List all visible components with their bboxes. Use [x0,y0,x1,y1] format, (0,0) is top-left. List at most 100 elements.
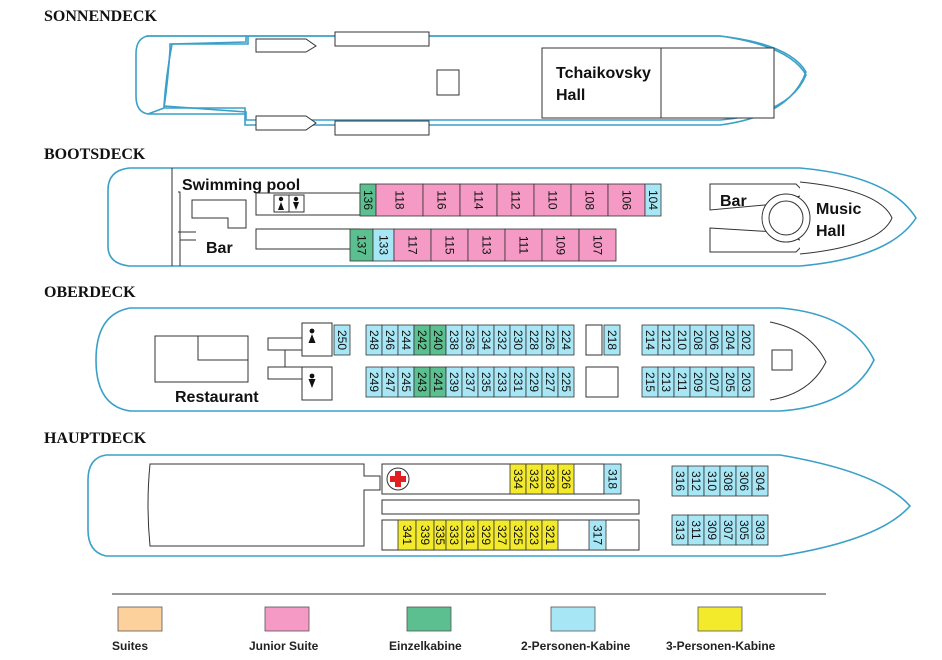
cabin-228[interactable]: 228 [525,324,543,356]
cabin-213[interactable]: 213 [657,366,675,398]
cabin-328[interactable]: 328 [541,463,559,495]
cabin-238[interactable]: 238 [445,324,463,356]
cabin-245[interactable]: 245 [397,366,415,398]
cabin-316[interactable]: 316 [671,465,689,497]
cabin-303[interactable]: 303 [751,514,769,546]
cabin-242[interactable]: 242 [413,324,431,356]
cabin-118[interactable]: 118 [375,183,424,217]
cabin-335[interactable]: 335 [433,519,447,551]
cabin-215[interactable]: 215 [641,366,659,398]
cabin-317-box[interactable] [588,519,607,551]
cabin-241[interactable]: 241 [429,366,447,398]
cabin-225-box[interactable] [557,366,575,398]
cabin-202[interactable]: 202 [737,324,755,356]
cabin-305[interactable]: 305 [735,514,753,546]
cabin-218[interactable]: 218 [603,324,621,356]
cabin-117-box[interactable] [393,228,432,262]
cabin-232[interactable]: 232 [493,324,511,356]
cabin-323[interactable]: 323 [525,519,543,551]
cabin-231[interactable]: 231 [509,366,527,398]
cabin-304-box[interactable] [751,465,769,497]
cabin-204[interactable]: 204 [721,324,739,356]
cabin-205[interactable]: 205 [721,366,739,398]
cabin-331[interactable]: 331 [461,519,479,551]
cabin-206[interactable]: 206 [705,324,723,356]
cabin-233[interactable]: 233 [493,366,511,398]
cabin-240[interactable]: 240 [429,324,447,356]
cabin-136[interactable]: 136 [359,183,377,217]
cabin-309[interactable]: 309 [703,514,721,546]
cabin-239[interactable]: 239 [445,366,463,398]
cabin-224-box[interactable] [557,324,575,356]
cabin-327[interactable]: 327 [493,519,511,551]
cabin-326[interactable]: 326 [557,463,575,495]
cabin-115-box[interactable] [430,228,469,262]
cabin-303-box[interactable] [751,514,769,546]
cabin-226[interactable]: 226 [541,324,559,356]
cabin-202-box[interactable] [737,324,755,356]
cabin-318[interactable]: 318 [603,463,622,495]
cabin-108[interactable]: 108 [570,183,609,217]
cabin-107-box[interactable] [578,228,617,262]
cabin-227[interactable]: 227 [541,366,559,398]
cabin-332[interactable]: 332 [525,463,543,495]
cabin-212[interactable]: 212 [657,324,675,356]
cabin-133[interactable]: 133 [372,228,395,262]
cabin-111[interactable]: 111 [504,228,543,262]
cabin-112-box[interactable] [496,183,535,217]
cabin-113[interactable]: 113 [467,228,506,262]
cabin-107[interactable]: 107 [578,228,617,262]
cabin-111-box[interactable] [504,228,543,262]
cabin-230[interactable]: 230 [509,324,527,356]
cabin-339[interactable]: 339 [415,519,435,551]
cabin-306[interactable]: 306 [735,465,753,497]
cabin-203[interactable]: 203 [737,366,755,398]
cabin-137[interactable]: 137 [349,228,374,262]
cabin-104-box[interactable] [644,183,662,217]
cabin-109[interactable]: 109 [541,228,580,262]
cabin-236[interactable]: 236 [461,324,479,356]
cabin-209[interactable]: 209 [689,366,707,398]
cabin-225[interactable]: 225 [557,366,575,398]
cabin-326-box[interactable] [557,463,575,495]
cabin-333[interactable]: 333 [445,519,463,551]
cabin-317[interactable]: 317 [588,519,607,551]
cabin-110[interactable]: 110 [533,183,572,217]
cabin-329[interactable]: 329 [477,519,495,551]
cabin-243[interactable]: 243 [413,366,431,398]
cabin-310[interactable]: 310 [703,465,721,497]
cabin-108-box[interactable] [570,183,609,217]
cabin-115[interactable]: 115 [430,228,469,262]
cabin-313[interactable]: 313 [671,514,689,546]
cabin-318-box[interactable] [603,463,622,495]
cabin-321[interactable]: 321 [541,519,559,551]
cabin-207[interactable]: 207 [705,366,723,398]
cabin-311[interactable]: 311 [687,514,705,546]
cabin-210[interactable]: 210 [673,324,691,356]
cabin-229[interactable]: 229 [525,366,543,398]
cabin-106[interactable]: 106 [607,183,646,217]
cabin-237[interactable]: 237 [461,366,479,398]
cabin-218-box[interactable] [603,324,621,356]
cabin-321-box[interactable] [541,519,559,551]
cabin-312[interactable]: 312 [687,465,705,497]
cabin-234[interactable]: 234 [477,324,495,356]
cabin-208[interactable]: 208 [689,324,707,356]
cabin-247[interactable]: 247 [381,366,399,398]
cabin-203-box[interactable] [737,366,755,398]
cabin-104[interactable]: 104 [644,183,662,217]
cabin-325[interactable]: 325 [509,519,527,551]
cabin-214[interactable]: 214 [641,324,659,356]
cabin-211[interactable]: 211 [673,366,691,398]
cabin-334[interactable]: 334 [509,463,527,495]
cabin-250[interactable]: 250 [333,324,351,356]
cabin-246[interactable]: 246 [381,324,399,356]
cabin-113-box[interactable] [467,228,506,262]
cabin-235[interactable]: 235 [477,366,495,398]
cabin-248[interactable]: 248 [365,324,383,356]
cabin-224[interactable]: 224 [557,324,575,356]
cabin-118-box[interactable] [375,183,424,217]
cabin-250-box[interactable] [333,324,351,356]
cabin-116[interactable]: 116 [422,183,461,217]
cabin-117[interactable]: 117 [393,228,432,262]
